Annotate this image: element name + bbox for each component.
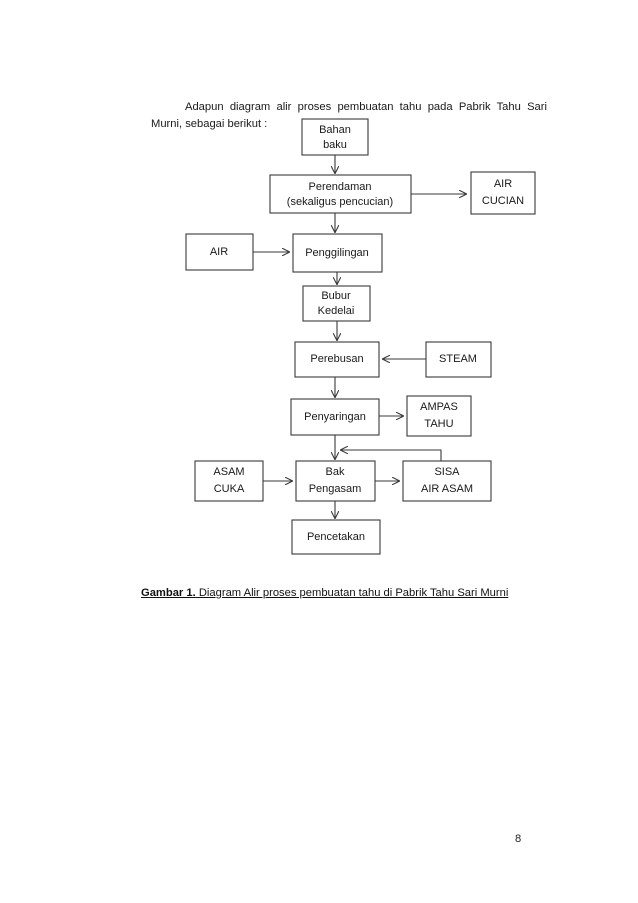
node-air-line1: AIR	[210, 246, 228, 258]
node-air-cucian-line1: AIR	[494, 178, 512, 190]
node-asam-cuka-line2: CUKA	[214, 483, 245, 495]
node-bahan-baku[interactable]: Bahan baku	[301, 118, 369, 156]
node-pencetakan-line1: Pencetakan	[307, 531, 365, 543]
node-ampas-tahu-line2: TAHU	[424, 418, 453, 430]
node-perendaman[interactable]: Perendaman (sekaligus pencucian)	[269, 174, 412, 214]
node-perendaman-line2: (sekaligus pencucian)	[287, 196, 393, 208]
node-perebusan-line1: Perebusan	[310, 353, 363, 365]
node-perebusan[interactable]: Perebusan	[294, 341, 380, 378]
node-bubur-kedelai-line1: Bubur	[321, 290, 351, 302]
node-air-cucian-line2: CUCIAN	[482, 195, 524, 207]
node-penyaringan-line1: Penyaringan	[304, 411, 366, 423]
node-penyaringan[interactable]: Penyaringan	[290, 398, 380, 436]
node-sisa-air-asam-line2: AIR ASAM	[421, 483, 473, 495]
node-air-cucian[interactable]: AIR CUCIAN	[470, 171, 536, 215]
node-steam-line1: STEAM	[439, 353, 477, 365]
node-bak-pengasam-line2: Pengasam	[309, 483, 362, 495]
node-ampas-tahu[interactable]: AMPAS TAHU	[406, 395, 472, 437]
node-steam[interactable]: STEAM	[425, 341, 492, 378]
node-bahan-baku-line1: Bahan	[319, 124, 351, 136]
node-perendaman-line1: Perendaman	[309, 181, 372, 193]
figure-caption-text: Diagram Alir proses pembuatan tahu di Pa…	[195, 587, 509, 599]
intro-paragraph: Adapun diagram alir proses pembuatan tah…	[151, 101, 547, 131]
node-asam-cuka-line1: ASAM	[213, 466, 244, 478]
node-sisa-air-asam-line1: SISA	[434, 466, 460, 478]
node-pencetakan[interactable]: Pencetakan	[291, 519, 381, 555]
node-ampas-tahu-line1: AMPAS	[420, 401, 458, 413]
flow-diagram: Bahan baku Perendaman (sekaligus pencuci…	[0, 110, 638, 570]
node-penggilingan-line1: Penggilingan	[305, 247, 369, 259]
node-penggilingan[interactable]: Penggilingan	[292, 233, 383, 273]
node-air[interactable]: AIR	[185, 233, 254, 271]
node-bahan-baku-line2: baku	[323, 139, 347, 151]
node-sisa-air-asam[interactable]: SISA AIR ASAM	[402, 460, 492, 502]
page-number: 8	[515, 833, 522, 845]
node-bubur-kedelai-line2: Kedelai	[318, 305, 355, 317]
node-bak-pengasam-line1: Bak	[326, 466, 345, 478]
figure-caption: Gambar 1. Diagram Alir proses pembuatan …	[141, 586, 508, 601]
node-asam-cuka[interactable]: ASAM CUKA	[194, 460, 264, 502]
node-bak-pengasam[interactable]: Bak Pengasam	[295, 460, 376, 502]
edge-sisaairasam-bakpengasam-recirculation	[341, 450, 442, 461]
figure-caption-label: Gambar 1.	[141, 587, 196, 599]
node-bubur-kedelai[interactable]: Bubur Kedelai	[302, 285, 371, 322]
flow-diagram-svg: Bahan baku Perendaman (sekaligus pencuci…	[185, 118, 536, 555]
